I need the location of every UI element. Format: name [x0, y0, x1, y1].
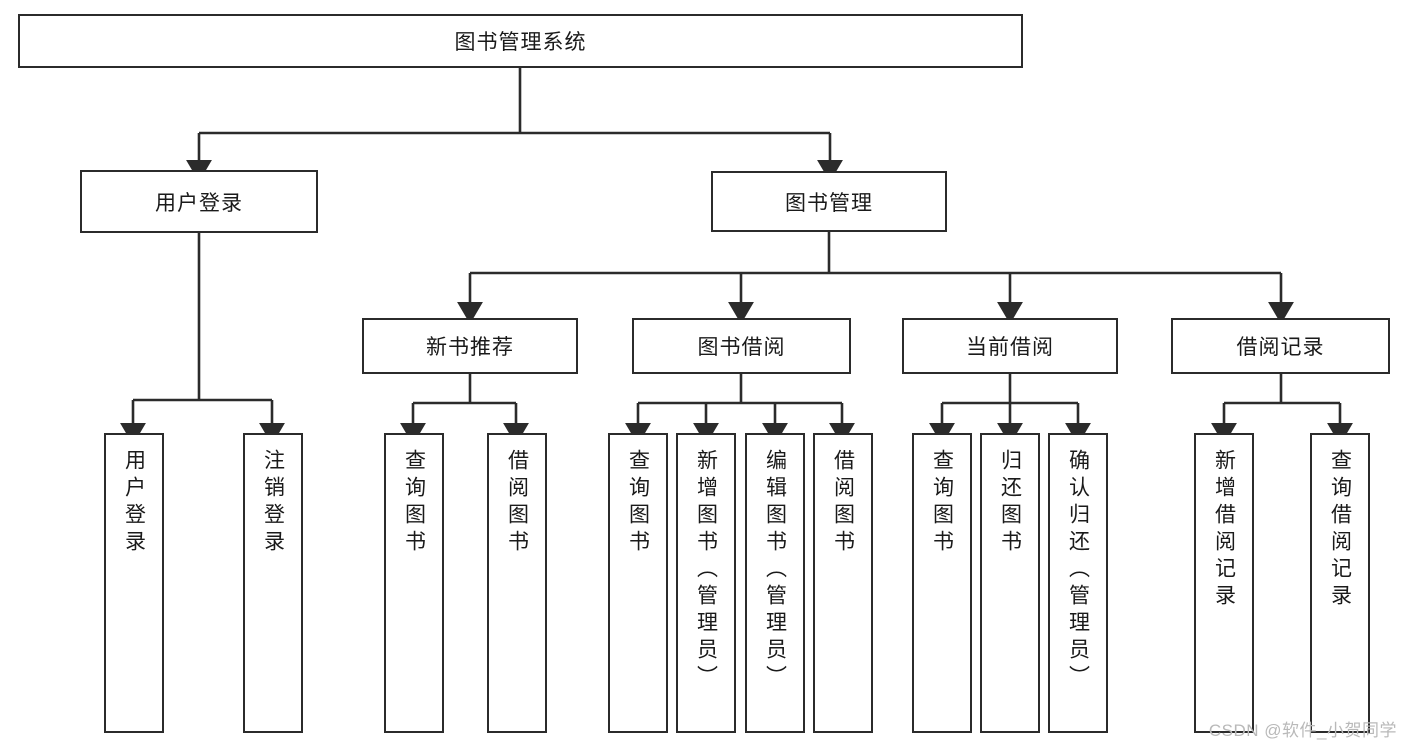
- node-new-book-recommend[interactable]: 新书推荐: [362, 318, 578, 374]
- leaf-confirm-return-label: 确认归还（管理员）: [1066, 449, 1090, 692]
- leaf-borrow-book-1-label: 借阅图书: [505, 449, 529, 557]
- csdn-watermark: CSDN @软件_小贺同学: [1208, 721, 1397, 740]
- node-root-label: 图书管理系统: [454, 31, 587, 54]
- leaf-query-book-3[interactable]: 查询图书: [912, 433, 972, 733]
- leaf-edit-book[interactable]: 编辑图书（管理员）: [745, 433, 805, 733]
- leaf-borrow-book-2[interactable]: 借阅图书: [813, 433, 873, 733]
- node-book-manage[interactable]: 图书管理: [711, 171, 947, 232]
- leaf-add-book-label: 新增图书（管理员）: [694, 449, 718, 692]
- leaf-borrow-book-2-label: 借阅图书: [831, 449, 855, 557]
- node-user-login-label: 用户登录: [155, 191, 243, 215]
- leaf-return-book-label: 归还图书: [998, 449, 1022, 557]
- node-user-login[interactable]: 用户登录: [80, 170, 318, 233]
- leaf-query-book-3-label: 查询图书: [930, 449, 954, 557]
- node-book-borrow[interactable]: 图书借阅: [632, 318, 851, 374]
- leaf-logout[interactable]: 注销登录: [243, 433, 303, 733]
- leaf-add-book[interactable]: 新增图书（管理员）: [676, 433, 736, 733]
- leaf-borrow-book-1[interactable]: 借阅图书: [487, 433, 547, 733]
- node-current-borrow[interactable]: 当前借阅: [902, 318, 1118, 374]
- leaf-edit-book-label: 编辑图书（管理员）: [763, 449, 787, 692]
- leaf-query-book-2-label: 查询图书: [626, 449, 650, 557]
- leaf-add-record[interactable]: 新增借阅记录: [1194, 433, 1254, 733]
- leaf-return-book[interactable]: 归还图书: [980, 433, 1040, 733]
- leaf-query-record[interactable]: 查询借阅记录: [1310, 433, 1370, 733]
- leaf-query-book-1[interactable]: 查询图书: [384, 433, 444, 733]
- leaf-user-login-label: 用户登录: [122, 449, 146, 557]
- node-borrow-record[interactable]: 借阅记录: [1171, 318, 1390, 374]
- leaf-add-record-label: 新增借阅记录: [1212, 449, 1236, 611]
- leaf-query-record-label: 查询借阅记录: [1328, 449, 1352, 611]
- node-book-borrow-label: 图书借阅: [697, 336, 786, 359]
- leaf-user-login[interactable]: 用户登录: [104, 433, 164, 733]
- node-current-borrow-label: 当前借阅: [966, 336, 1054, 359]
- node-book-manage-label: 图书管理: [785, 191, 873, 215]
- node-root[interactable]: 图书管理系统: [18, 14, 1023, 68]
- leaf-query-book-1-label: 查询图书: [402, 449, 426, 557]
- leaf-confirm-return[interactable]: 确认归还（管理员）: [1048, 433, 1108, 733]
- leaf-query-book-2[interactable]: 查询图书: [608, 433, 668, 733]
- leaf-logout-label: 注销登录: [261, 449, 285, 557]
- node-borrow-record-label: 借阅记录: [1236, 336, 1325, 359]
- node-new-book-recommend-label: 新书推荐: [426, 336, 514, 359]
